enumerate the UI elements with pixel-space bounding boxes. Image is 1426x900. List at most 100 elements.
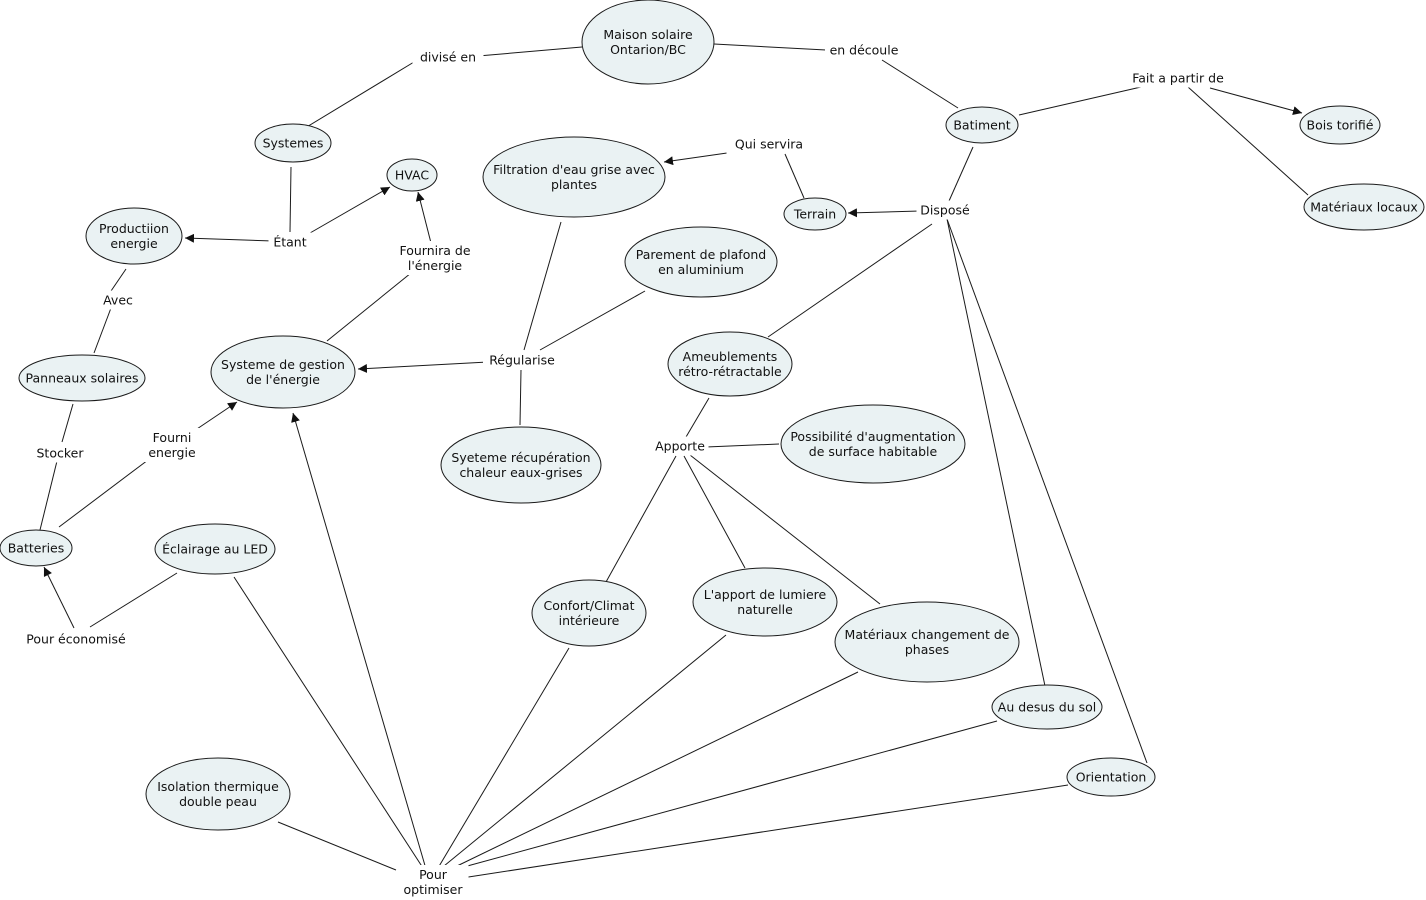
connector-line bbox=[685, 397, 710, 438]
concept-label: Systeme de gestion bbox=[221, 357, 345, 372]
linking-phrase-en-decoule: en découle bbox=[825, 40, 903, 60]
concept-label: de l'énergie bbox=[246, 372, 320, 387]
linking-phrase-text: l'énergie bbox=[408, 258, 463, 273]
connector-arrow bbox=[43, 566, 75, 629]
linking-phrase-text: divisé en bbox=[420, 50, 476, 65]
connector-line bbox=[39, 460, 58, 531]
connector-lines bbox=[39, 43, 1309, 879]
concept-label: Filtration d'eau grise avec bbox=[493, 162, 655, 177]
linking-phrase-regularise: Régularise bbox=[483, 350, 561, 370]
connector-line bbox=[93, 307, 112, 354]
concept-bubble bbox=[780, 404, 966, 484]
linking-phrase-background bbox=[726, 134, 812, 154]
linking-phrase-text: Régularise bbox=[489, 353, 555, 368]
concept-label: Batiment bbox=[953, 118, 1010, 133]
connector-line bbox=[948, 146, 974, 202]
connector-line bbox=[443, 634, 727, 867]
concept-orientation: Orientation bbox=[1066, 757, 1156, 797]
linking-phrase-background bbox=[397, 865, 469, 899]
concept-bubble bbox=[531, 579, 647, 647]
concept-bubble bbox=[0, 529, 73, 567]
connector-line bbox=[767, 223, 933, 338]
concept-label: Isolation thermique bbox=[157, 779, 279, 794]
connector-line bbox=[477, 46, 583, 57]
concept-label: Matériaux locaux bbox=[1310, 200, 1418, 215]
concept-label: Systemes bbox=[263, 136, 324, 151]
connector-line bbox=[1187, 86, 1309, 196]
linking-phrase-background bbox=[412, 47, 484, 67]
linking-phrase-etant: Étant bbox=[268, 232, 312, 252]
concept-bubble bbox=[783, 197, 847, 231]
linking-phrase-stocker: Stocker bbox=[31, 443, 89, 463]
concept-label: Maison solaire bbox=[603, 27, 693, 42]
concept-bubble bbox=[386, 158, 438, 192]
connector-arrow bbox=[184, 233, 274, 243]
concept-label: HVAC bbox=[395, 168, 429, 183]
connector-line bbox=[61, 403, 74, 443]
concept-label: Parement de plafond bbox=[636, 247, 766, 262]
linking-phrase-text: Disposé bbox=[920, 203, 970, 218]
linking-phrase-avec: Avec bbox=[100, 290, 136, 310]
linking-phrase-fournira: Fournira del'énergie bbox=[392, 241, 478, 275]
connector-arrow bbox=[309, 186, 391, 234]
linking-phrase-text: Étant bbox=[273, 235, 306, 250]
concept-label: en aluminium bbox=[658, 262, 744, 277]
connector-arrow bbox=[847, 208, 921, 218]
concept-label: rétro-rétractable bbox=[678, 364, 782, 379]
connector-line bbox=[89, 572, 178, 628]
concept-bubble bbox=[254, 123, 332, 163]
connector-line bbox=[881, 59, 959, 109]
concept-label: Batteries bbox=[8, 541, 65, 556]
connector-arrow bbox=[415, 191, 432, 244]
linking-phrase-background bbox=[483, 350, 561, 370]
connector-line bbox=[705, 443, 780, 448]
linking-phrase-background bbox=[651, 436, 709, 456]
concept-label: Terrain bbox=[793, 207, 836, 222]
concept-bubble bbox=[440, 426, 602, 504]
concept-bubble bbox=[834, 601, 1020, 683]
concept-bubble bbox=[145, 757, 291, 831]
concept-label: Bois torifié bbox=[1307, 118, 1374, 133]
connector-line bbox=[1018, 86, 1142, 116]
concept-label: Panneaux solaires bbox=[26, 371, 139, 386]
concept-label: Au desus du sol bbox=[998, 700, 1096, 715]
concept-label: intérieure bbox=[559, 613, 620, 628]
linking-phrase-fait-partir: Fait a partir de bbox=[1118, 68, 1238, 88]
linking-phrase-text: Fait a partir de bbox=[1132, 71, 1224, 86]
linking-phrase-qui-servira: Qui servira bbox=[726, 134, 812, 154]
connector-line bbox=[539, 290, 646, 351]
linking-phrase-text: Stocker bbox=[37, 446, 85, 461]
linking-phrase-background bbox=[100, 290, 136, 310]
concept-systemes: Systemes bbox=[254, 123, 332, 163]
concept-bubble bbox=[482, 136, 666, 218]
linking-phrase-background bbox=[916, 200, 974, 220]
concept-materiaux-locaux: Matériaux locaux bbox=[1303, 183, 1425, 231]
concept-hvac: HVAC bbox=[386, 158, 438, 192]
concept-batteries: Batteries bbox=[0, 529, 73, 567]
linking-phrase-pour-economise: Pour économisé bbox=[23, 629, 129, 649]
connector-arrow bbox=[357, 361, 489, 374]
connector-line bbox=[523, 221, 562, 351]
connector-line bbox=[519, 369, 522, 426]
connector-line bbox=[713, 43, 827, 51]
concept-bubble bbox=[1299, 105, 1381, 145]
connector-line bbox=[784, 153, 805, 199]
concept-bois: Bois torifié bbox=[1299, 105, 1381, 145]
concept-label: Matériaux changement de bbox=[845, 627, 1010, 642]
connector-line bbox=[605, 455, 677, 583]
concept-terrain: Terrain bbox=[783, 197, 847, 231]
concept-label: plantes bbox=[551, 177, 597, 192]
linking-phrase-background bbox=[23, 629, 129, 649]
concept-batiment: Batiment bbox=[945, 106, 1019, 144]
concept-label: Ameublements bbox=[683, 349, 778, 364]
concept-bubble bbox=[210, 335, 356, 409]
linking-phrase-text: Avec bbox=[103, 293, 133, 308]
